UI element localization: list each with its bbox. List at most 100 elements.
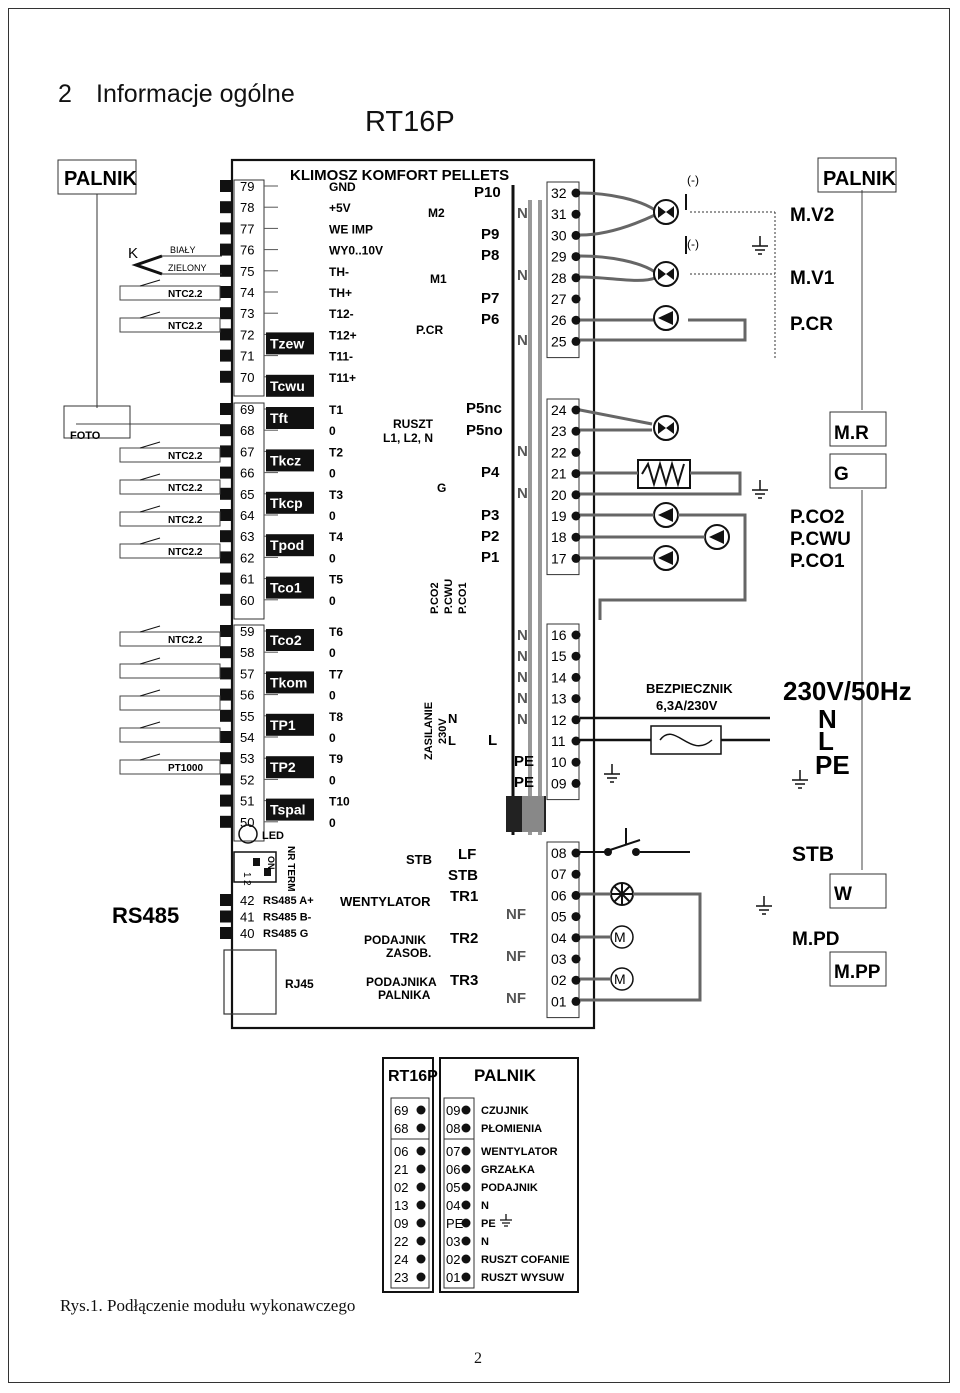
terminal-dot	[571, 630, 581, 640]
terminal-number: 58	[240, 645, 254, 660]
terminal-dot	[416, 1218, 426, 1228]
device-wire	[579, 213, 656, 237]
terminal-screw	[220, 667, 232, 680]
device-title: RT16P	[365, 106, 455, 138]
terminal-dot	[461, 1236, 471, 1246]
terminal-dot	[416, 1182, 426, 1192]
connection-desc: RUSZT WYSUW	[481, 1272, 565, 1284]
dip-switch[interactable]	[233, 851, 277, 883]
mains-label: 230V/50Hz	[783, 676, 912, 706]
rj45-port[interactable]	[223, 949, 277, 1015]
terminal-screw	[220, 243, 232, 256]
pump-pco2-icon-glyph	[658, 508, 673, 522]
sensor-tag: Tco1	[270, 580, 302, 596]
fuse-symbol	[650, 725, 722, 755]
sensor-type-label: NTC2.2	[168, 451, 203, 462]
mr-label: M.R	[834, 423, 869, 444]
terminal-number: 51	[240, 794, 254, 809]
terminal-number: 60	[240, 593, 254, 608]
signal-label: TH-	[329, 265, 349, 279]
nf-label: NF	[506, 906, 526, 923]
k-thermocouple	[131, 254, 163, 276]
terminal-number: 04	[551, 930, 567, 946]
terminal-screw	[220, 625, 232, 637]
terminal-dot	[571, 848, 581, 858]
terminal-dot	[571, 757, 581, 767]
terminal-dot	[571, 209, 581, 219]
dip-on-label: ON	[266, 856, 276, 870]
mpp-box	[829, 951, 887, 987]
terminal-dot	[571, 975, 581, 985]
terminal-number: 79	[240, 179, 254, 194]
terminal-screw	[220, 688, 232, 701]
device-wire	[579, 408, 653, 426]
terminal-number: 17	[551, 550, 567, 566]
relay-label: TR1	[450, 888, 478, 905]
page-frame	[8, 8, 950, 1383]
g-right-box	[829, 453, 887, 489]
terminal-number: 14	[551, 669, 567, 685]
terminal-dot	[461, 1123, 471, 1133]
connection-desc: CZUJNIK	[481, 1105, 529, 1117]
mains-n-label: N	[818, 704, 837, 734]
terminal-number: 71	[240, 349, 254, 364]
sensor-mark	[139, 279, 161, 287]
terminal-screw	[220, 307, 232, 320]
podajnik-zasob-l1: PODAJNIK	[364, 933, 426, 947]
led-label: LED	[262, 830, 284, 842]
signal-label: T12-	[329, 307, 354, 321]
sensor-type-label: NTC2.2	[168, 321, 203, 332]
palnik-left-label: PALNIK	[64, 168, 138, 190]
board-title: KLIMOSZ KOMFORT PELLETS	[290, 167, 509, 184]
terminal-number: 18	[551, 529, 567, 545]
terminal-number: 41	[240, 910, 254, 925]
palnik-terminal: 07	[446, 1144, 460, 1159]
terminal-dot	[571, 490, 581, 500]
led-indicator	[238, 824, 258, 844]
terminal-screw	[220, 646, 232, 659]
sensor-loop	[119, 511, 221, 527]
relay-label: P5no	[466, 422, 503, 439]
terminal-number: 03	[551, 951, 567, 967]
terminal-number: 01	[551, 993, 567, 1009]
dip-switch-1[interactable]	[253, 858, 260, 866]
motor-2-letter: M	[614, 971, 626, 987]
terminal-number: 29	[551, 249, 567, 265]
terminal-number: 42	[240, 893, 254, 908]
terminal-number: 69	[240, 402, 254, 417]
terminal-dot	[461, 1272, 471, 1282]
stb-mid-label: STB	[406, 852, 432, 867]
terminal-screw	[220, 927, 232, 939]
section-number: 2	[58, 80, 72, 108]
terminal-dot	[416, 1123, 426, 1133]
section-title: Informacje ogólne	[96, 80, 295, 108]
palnik-terminal: 08	[446, 1121, 460, 1136]
neutral-label: N	[517, 669, 528, 686]
terminal-dot	[461, 1105, 471, 1115]
w-label: W	[834, 884, 852, 905]
neutral-label: N	[517, 627, 528, 644]
bus-plug-gray	[522, 796, 544, 832]
terminal-number: 21	[551, 466, 567, 482]
terminal-number: 70	[240, 370, 254, 385]
pcr-mid-label: P.CR	[416, 323, 443, 337]
terminal-number: 15	[551, 648, 567, 664]
neutral-label: N	[517, 485, 528, 502]
terminal-dot	[571, 890, 581, 900]
terminal-number: 76	[240, 243, 254, 258]
terminal-screw	[220, 509, 232, 521]
stb-right-label: STB	[792, 843, 834, 866]
lower-rt-terms-box	[390, 1097, 430, 1289]
sensor-type-label: NTC2.2	[168, 483, 203, 494]
rs485-signal: RS485 B-	[263, 912, 312, 924]
relay-label: STB	[448, 867, 478, 884]
terminal-number: 32	[551, 185, 567, 201]
sensor-loop	[119, 479, 221, 495]
rt-terminal: 68	[394, 1121, 408, 1136]
terminal-dot	[416, 1236, 426, 1246]
terminal-block-right-mid	[546, 398, 580, 576]
device-wire	[580, 318, 747, 342]
dip-switch-2[interactable]	[264, 868, 271, 876]
